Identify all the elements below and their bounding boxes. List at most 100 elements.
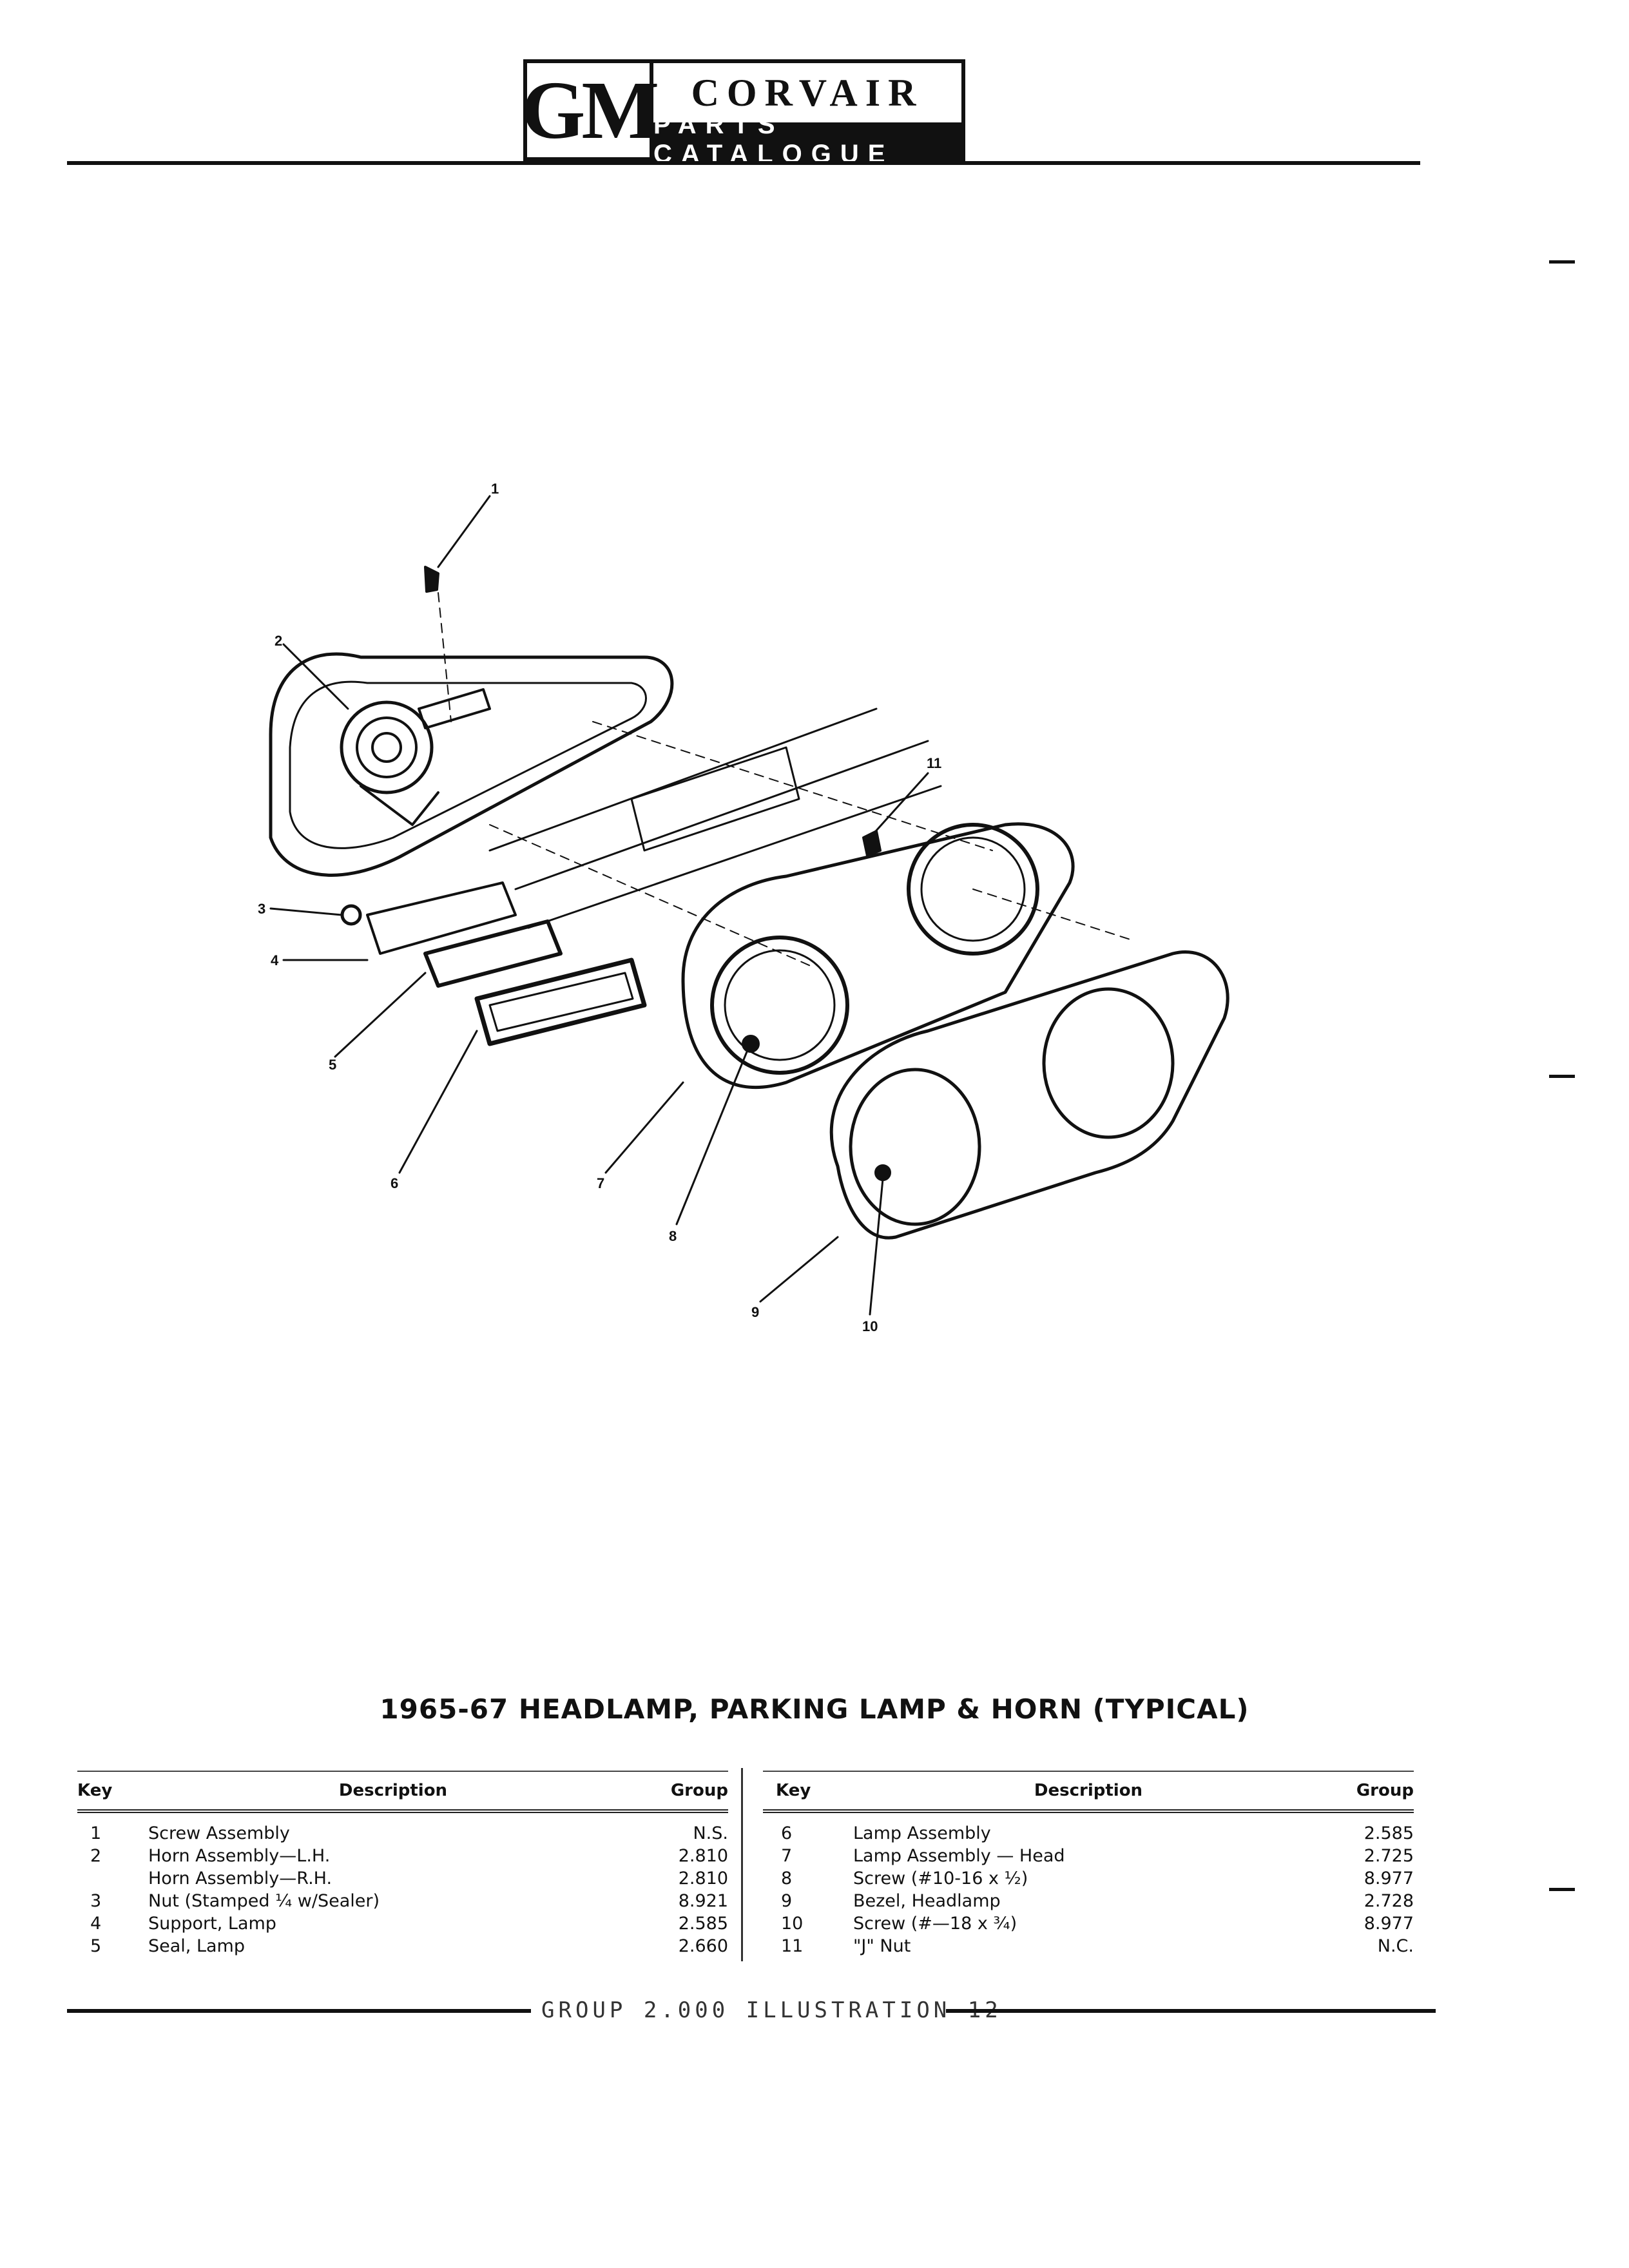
catalogue-subtitle: PARTS CATALOGUE — [653, 111, 961, 168]
part-description: Lamp Assembly — [853, 1823, 991, 1843]
body-line-upper — [488, 707, 878, 852]
table-row: 5 Seal, Lamp 2.660 — [77, 1935, 728, 1957]
part-description: Horn Assembly—L.H. — [148, 1846, 331, 1866]
part-group: 8.977 — [1364, 1869, 1414, 1888]
part-key — [77, 1867, 148, 1890]
part-key: 3 — [90, 1891, 102, 1911]
footer-illustration-ref: GROUP 2.000 ILLUSTRATION 12 — [541, 1997, 1002, 2023]
assembly-line-b — [592, 721, 993, 851]
bezel-opening-left — [849, 1068, 981, 1226]
column-header-key: Key — [763, 1773, 853, 1813]
table-row: 4 Support, Lamp 2.585 — [77, 1912, 728, 1935]
horn-mount — [360, 785, 439, 826]
leader-2 — [282, 643, 349, 710]
table-row: 2 Horn Assembly—L.H. 2.810 — [77, 1845, 728, 1867]
body-line-middle — [514, 740, 929, 890]
gm-brand-mark: GM — [521, 63, 659, 157]
horn-inner — [371, 732, 402, 763]
fender-outline — [269, 652, 674, 877]
part-group: 2.810 — [678, 1846, 728, 1866]
headlamp-left — [710, 936, 849, 1075]
part-description: Support, Lamp — [148, 1914, 276, 1934]
leader-6 — [398, 1030, 478, 1174]
part-key: 11 — [781, 1936, 804, 1956]
headlamp-screw-part — [742, 1035, 760, 1053]
part-description: Screw (#—18 x ¾) — [853, 1914, 1017, 1934]
leader-3 — [269, 907, 343, 916]
body-panel — [630, 746, 800, 852]
headlamp-exploded-diagram: 1 2 3 4 5 6 7 8 9 10 11 — [258, 481, 1229, 1334]
part-description: Seal, Lamp — [148, 1936, 245, 1956]
fender-inner-outline — [289, 680, 647, 849]
callout-2: 2 — [275, 633, 282, 649]
edge-mark-top — [1549, 260, 1575, 264]
part-key: 5 — [90, 1936, 102, 1956]
part-group: 8.921 — [678, 1891, 728, 1911]
horn-outer — [340, 700, 434, 794]
j-nut-part — [862, 830, 882, 857]
table-row: Horn Assembly—R.H.2.810 — [77, 1867, 728, 1890]
lamp-seal-part — [423, 919, 563, 988]
part-group: 2.585 — [678, 1914, 728, 1934]
part-description: "J" Nut — [853, 1936, 911, 1956]
parts-table-right: Key Description Group 6 Lamp Assembly 2.58… — [763, 1773, 1414, 1957]
part-key: 10 — [781, 1914, 804, 1934]
gm-corvair-logo: GM CORVAIR PARTS CATALOGUE — [521, 59, 965, 168]
leader-11 — [869, 772, 929, 839]
part-key: 4 — [90, 1914, 102, 1934]
headlamp-bezel — [829, 950, 1229, 1240]
headlamp-right-inner — [920, 836, 1026, 942]
edge-mark-middle — [1549, 1075, 1575, 1078]
part-key: 9 — [781, 1891, 793, 1911]
callout-9: 9 — [751, 1304, 759, 1320]
lamp-support-part — [366, 881, 517, 955]
part-group: 2.728 — [1364, 1891, 1414, 1911]
part-key: 2 — [90, 1846, 102, 1866]
page-footer: GROUP 2.000 ILLUSTRATION 12 — [0, 1997, 1629, 2023]
part-key: 1 — [90, 1823, 102, 1843]
leader-9 — [759, 1236, 839, 1303]
parking-lamp-lens — [488, 972, 634, 1032]
part-description: Screw Assembly — [148, 1823, 290, 1843]
column-header-key: Key — [77, 1773, 148, 1813]
horn-bracket — [418, 688, 491, 729]
assembly-line-d — [972, 889, 1135, 941]
leader-1 — [437, 495, 491, 568]
table-row: 3 Nut (Stamped ¼ w/Sealer) 8.921 — [77, 1890, 728, 1912]
catalogue-title: CORVAIR — [691, 71, 924, 114]
part-key: 6 — [781, 1823, 793, 1843]
part-key: 8 — [781, 1869, 793, 1888]
screw-assembly-part — [424, 566, 439, 593]
footer-rule-left — [67, 2009, 531, 2013]
headlamp-housing — [681, 822, 1075, 1090]
column-header-group: Group — [638, 1773, 728, 1813]
body-line-lower — [527, 785, 942, 929]
table-row: 6 Lamp Assembly 2.585 — [763, 1811, 1414, 1845]
leader-10 — [869, 1178, 884, 1316]
callout-4: 4 — [271, 952, 279, 968]
part-group: 2.725 — [1364, 1846, 1414, 1866]
headlamp-right — [907, 823, 1039, 956]
part-description: Lamp Assembly — Head — [853, 1846, 1065, 1866]
bezel-opening-right — [1042, 987, 1175, 1139]
bezel-screw-part — [874, 1164, 891, 1181]
column-header-description: Description — [148, 1773, 638, 1813]
part-group: N.S. — [693, 1823, 728, 1843]
table-top-rule-left — [77, 1771, 728, 1772]
horn-mid — [356, 716, 418, 778]
part-group: 2.585 — [1364, 1823, 1414, 1843]
assembly-line-c — [489, 824, 813, 967]
callout-11: 11 — [927, 755, 941, 771]
callout-8: 8 — [669, 1228, 677, 1244]
column-header-description: Description — [853, 1773, 1324, 1813]
headlamp-left-inner — [724, 949, 836, 1061]
callout-6: 6 — [390, 1175, 398, 1191]
column-header-group: Group — [1324, 1773, 1414, 1813]
part-description: Nut (Stamped ¼ w/Sealer) — [148, 1891, 380, 1911]
callout-10: 10 — [862, 1318, 878, 1334]
part-group: 2.660 — [678, 1936, 728, 1956]
